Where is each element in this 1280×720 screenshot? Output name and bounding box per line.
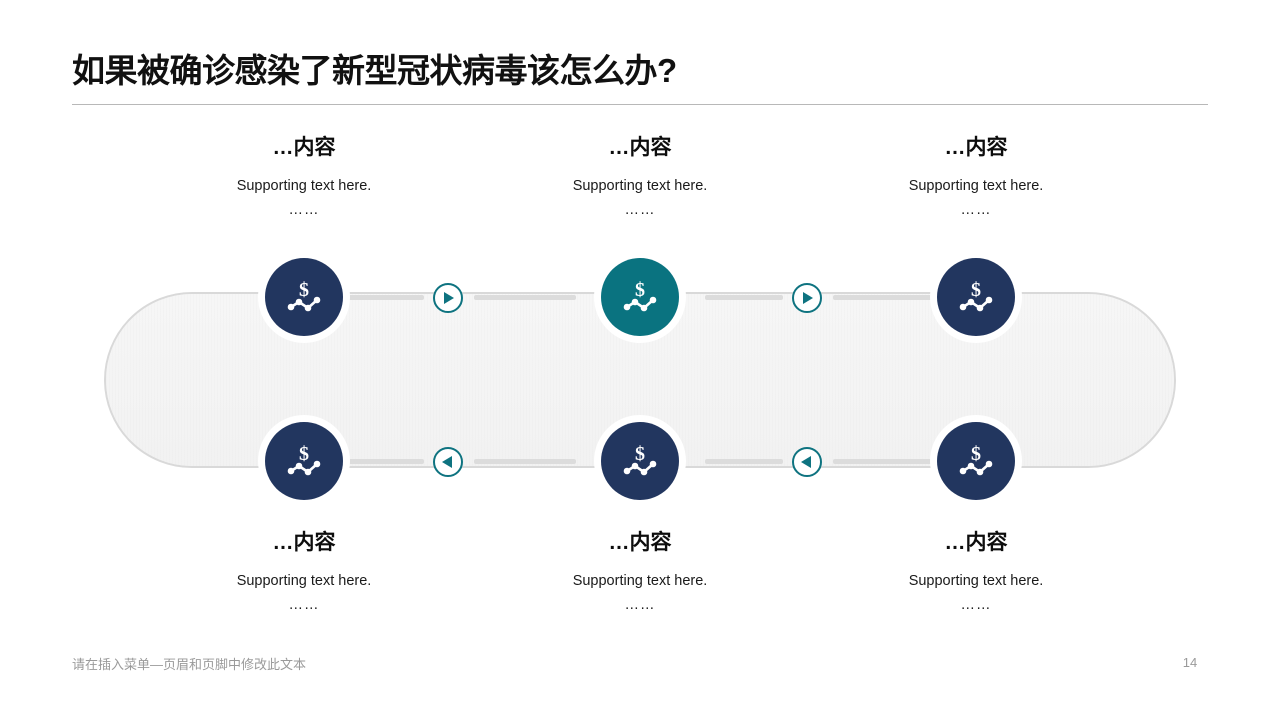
column-support-text: Supporting text here. bbox=[908, 573, 1044, 590]
play-right-icon-top-1[interactable] bbox=[433, 283, 463, 313]
column-ellipsis: …… bbox=[624, 202, 656, 219]
dollar-chart-icon: $ bbox=[954, 275, 998, 319]
connector-top-2 bbox=[474, 295, 576, 300]
column-heading: …内容 bbox=[272, 136, 336, 159]
connector-bottom-2 bbox=[474, 459, 576, 464]
column-top-3: …内容 Supporting text here. …… bbox=[826, 135, 1126, 219]
node-top-1[interactable]: $ bbox=[265, 258, 343, 336]
node-bottom-1[interactable]: $ bbox=[265, 422, 343, 500]
column-ellipsis: …… bbox=[288, 202, 320, 219]
column-heading: …内容 bbox=[272, 531, 336, 554]
column-heading: …内容 bbox=[608, 136, 672, 159]
column-support-text: Supporting text here. bbox=[236, 573, 372, 590]
node-bottom-2[interactable]: $ bbox=[601, 422, 679, 500]
column-ellipsis: …… bbox=[960, 597, 992, 614]
column-heading: …内容 bbox=[608, 531, 672, 554]
column-support-text: Supporting text here. bbox=[572, 178, 708, 195]
column-support-text: Supporting text here. bbox=[572, 573, 708, 590]
dollar-chart-icon: $ bbox=[618, 439, 662, 483]
triangle-left-glyph bbox=[442, 456, 452, 468]
column-bottom-2: …内容 Supporting text here. …… bbox=[490, 530, 790, 614]
triangle-right-glyph bbox=[444, 292, 454, 304]
triangle-left-glyph bbox=[801, 456, 811, 468]
column-heading: …内容 bbox=[944, 531, 1008, 554]
play-left-icon-bottom-1[interactable] bbox=[433, 447, 463, 477]
column-top-2: …内容 Supporting text here. …… bbox=[490, 135, 790, 219]
page-title: 如果被确诊感染了新型冠状病毒该怎么办? bbox=[72, 52, 677, 89]
triangle-right-glyph bbox=[803, 292, 813, 304]
dollar-chart-icon: $ bbox=[618, 275, 662, 319]
svg-text:$: $ bbox=[299, 443, 309, 465]
connector-top-3 bbox=[705, 295, 783, 300]
svg-text:$: $ bbox=[971, 443, 981, 465]
svg-text:$: $ bbox=[635, 443, 645, 465]
column-support-text: Supporting text here. bbox=[908, 178, 1044, 195]
play-left-icon-bottom-2[interactable] bbox=[792, 447, 822, 477]
column-ellipsis: …… bbox=[960, 202, 992, 219]
svg-text:$: $ bbox=[299, 279, 309, 301]
node-bottom-3[interactable]: $ bbox=[937, 422, 1015, 500]
connector-top-1 bbox=[340, 295, 424, 300]
title-divider bbox=[72, 104, 1208, 105]
node-top-3[interactable]: $ bbox=[937, 258, 1015, 336]
column-heading: …内容 bbox=[944, 136, 1008, 159]
column-bottom-3: …内容 Supporting text here. …… bbox=[826, 530, 1126, 614]
play-right-icon-top-2[interactable] bbox=[792, 283, 822, 313]
svg-text:$: $ bbox=[971, 279, 981, 301]
node-top-2[interactable]: $ bbox=[601, 258, 679, 336]
dollar-chart-icon: $ bbox=[282, 439, 326, 483]
column-top-1: …内容 Supporting text here. …… bbox=[154, 135, 454, 219]
column-support-text: Supporting text here. bbox=[236, 178, 372, 195]
connector-bottom-3 bbox=[705, 459, 783, 464]
connector-bottom-4 bbox=[833, 459, 936, 464]
connector-bottom-1 bbox=[340, 459, 424, 464]
footer-placeholder-text: 请在插入菜单—页眉和页脚中修改此文本 bbox=[72, 657, 307, 672]
connector-top-4 bbox=[833, 295, 936, 300]
column-bottom-1: …内容 Supporting text here. …… bbox=[154, 530, 454, 614]
column-ellipsis: …… bbox=[288, 597, 320, 614]
dollar-chart-icon: $ bbox=[282, 275, 326, 319]
dollar-chart-icon: $ bbox=[954, 439, 998, 483]
svg-text:$: $ bbox=[635, 279, 645, 301]
slide-page-number: 14 bbox=[1182, 655, 1198, 670]
column-ellipsis: …… bbox=[624, 597, 656, 614]
